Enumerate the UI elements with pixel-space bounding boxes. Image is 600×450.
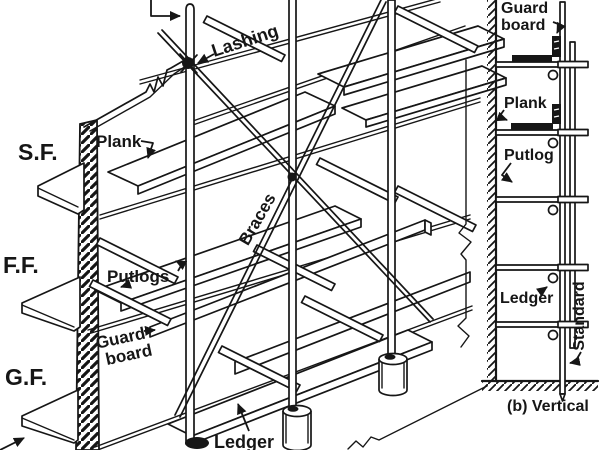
standard-pole-3 — [387, 0, 396, 361]
brace-crossing-lashing — [287, 172, 297, 182]
pole1-base — [185, 437, 209, 449]
section-guard-boards — [552, 36, 561, 124]
section-wall-hatch — [487, 0, 496, 381]
section-label-ledger: Ledger — [500, 290, 553, 307]
standards — [185, 0, 408, 450]
floor-slab-sf — [37, 162, 85, 215]
standard-pole-1 — [185, 3, 195, 445]
section-guard-leader-arrow — [552, 21, 566, 34]
ground-line — [347, 385, 488, 450]
section-label-guard: Guard — [501, 0, 548, 17]
ledger-leader-arrow — [237, 403, 250, 432]
floor-slab-ff — [21, 276, 81, 332]
section-caption: (b) Vertical — [507, 398, 589, 415]
guard-board-leader-arrow — [143, 325, 156, 336]
section-ledgers — [547, 69, 559, 341]
putlogs-right-leader-arrow — [175, 260, 188, 272]
label-floor-sf: S.F. — [18, 139, 58, 165]
drum-base-2 — [282, 404, 312, 450]
bottom-left-arrow — [0, 437, 25, 450]
section-ledger-pointed — [547, 272, 559, 284]
label-floor-ff: F.F. — [3, 252, 39, 278]
break-line — [457, 59, 472, 348]
floor-slab-gf — [21, 389, 79, 444]
wall-top-edge-inner — [89, 61, 193, 132]
section-label-board: board — [501, 17, 545, 34]
top-leader-arrow — [150, 0, 181, 21]
lashing-knot — [179, 53, 198, 74]
section-label-plank: Plank — [504, 95, 547, 112]
section-splice-pole — [569, 41, 576, 349]
label-plank: Plank — [96, 132, 142, 151]
label-floor-gf: G.F. — [5, 364, 47, 390]
section-putlog-leader-arrow — [500, 162, 513, 183]
label-ledger: Ledger — [214, 432, 274, 450]
label-putlogs: Putlogs — [107, 267, 169, 286]
lashing-leader-arrow — [197, 53, 215, 64]
section-plank-leader-arrow — [495, 109, 508, 122]
section-label-standard: Standard — [571, 281, 588, 350]
section-ground-hatch — [482, 382, 598, 391]
braces — [157, 0, 434, 418]
planks — [94, 25, 507, 445]
vertical-section-view: Guard board Plank Putlog Ledger Standard… — [480, 0, 600, 415]
plank-leader-arrow — [140, 140, 156, 159]
section-label-putlog: Putlog — [504, 147, 554, 164]
putlogs-left-leader-arrow — [120, 279, 133, 289]
wall-top-edge — [83, 56, 191, 128]
standard-pole-2 — [288, 0, 297, 413]
drum-base-3 — [378, 352, 408, 397]
section-ledger-leader-arrow — [535, 286, 548, 297]
building-wall — [75, 56, 193, 450]
main-isometric-view: S.F. F.F. G.F. Lashing Plank Braces Putl… — [0, 0, 507, 450]
section-standard-leader-arrow — [569, 351, 582, 366]
section-planks — [511, 55, 553, 130]
